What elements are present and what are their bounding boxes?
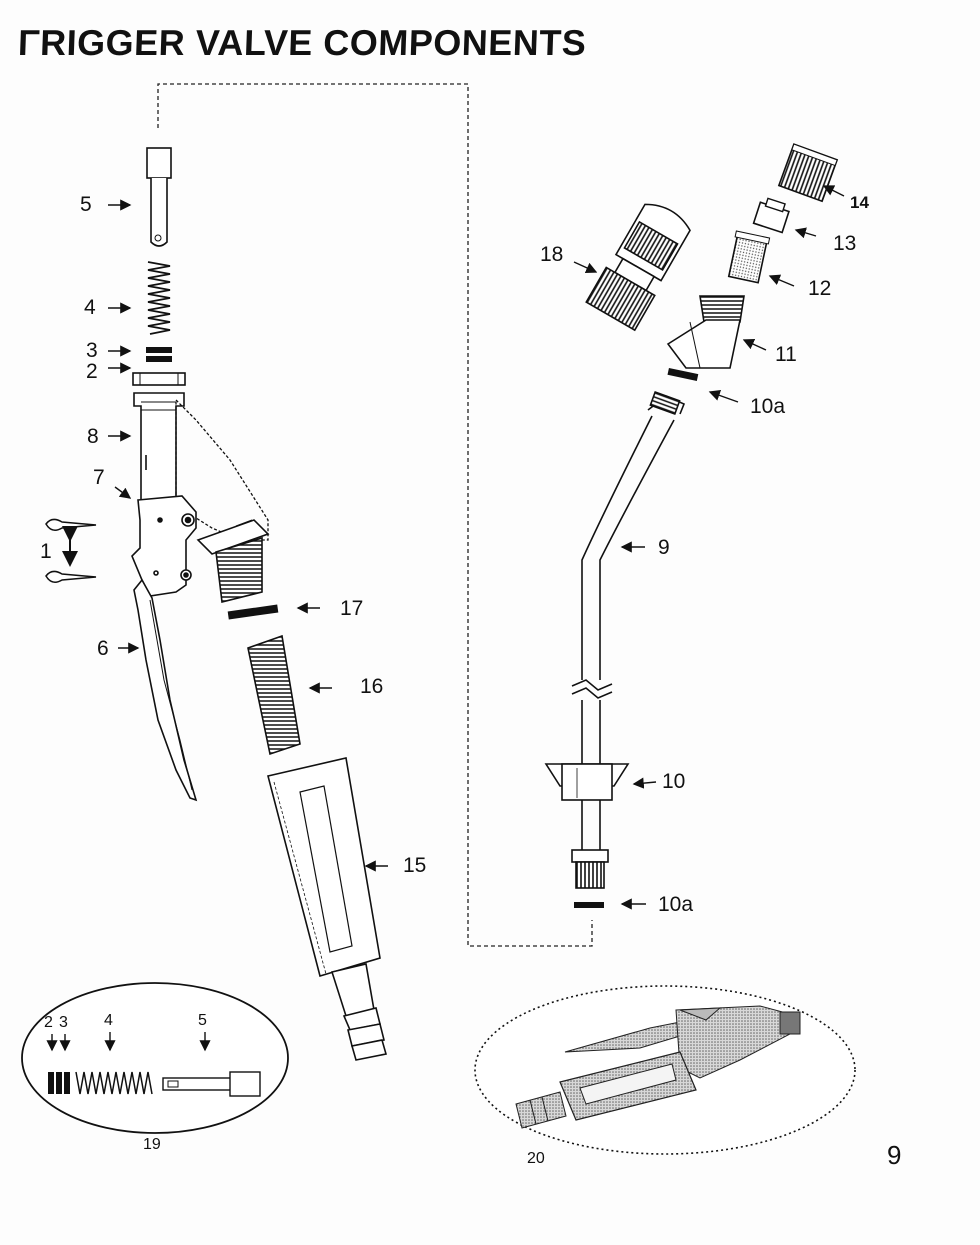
part-4-spring xyxy=(147,261,171,335)
part-3-seals xyxy=(146,347,172,362)
callout-12: 12 xyxy=(808,277,832,300)
callout-11: 11 xyxy=(775,343,797,366)
part-14-filter-cap xyxy=(777,143,839,203)
part-13-washer xyxy=(752,197,790,234)
page-number: 9 xyxy=(887,1140,902,1170)
part-16-threaded-insert xyxy=(247,634,301,756)
callout-8: 8 xyxy=(87,425,99,448)
part-2-cap xyxy=(132,372,186,386)
inset-19-callout-4: 4 xyxy=(104,1012,113,1029)
callout-4: 4 xyxy=(84,296,96,319)
callout-10a-bottom: 10a xyxy=(658,893,694,916)
part-12-filter-screen xyxy=(727,230,771,284)
handle-outlet-nut xyxy=(196,519,270,603)
callout-5: 5 xyxy=(80,193,92,216)
inset-19-callout-3: 3 xyxy=(59,1014,68,1031)
inset-20-oval xyxy=(474,985,856,1155)
connector-dashed-line xyxy=(157,83,593,947)
inset-19-callout-5: 5 xyxy=(198,1012,207,1029)
part-10-collar xyxy=(544,763,630,801)
callout-1: 1 xyxy=(40,540,52,563)
callout-9: 9 xyxy=(658,536,670,559)
part-15-grip-sleeve xyxy=(267,757,381,978)
part-6-lever xyxy=(133,578,198,802)
part-18-adjustable-nozzle xyxy=(585,203,691,332)
inset-19-callout-2: 2 xyxy=(44,1014,53,1031)
part-1-clip-pins xyxy=(45,518,97,583)
callout-13: 13 xyxy=(833,232,857,255)
hose-barb xyxy=(330,963,388,1061)
part-11-nozzle-body xyxy=(666,295,745,369)
part-10a-o-ring-bottom xyxy=(574,902,604,908)
callout-6: 6 xyxy=(97,637,109,660)
callout-3: 3 xyxy=(86,339,98,362)
part-17-o-ring xyxy=(227,604,279,620)
wand-end-fitting xyxy=(571,849,609,889)
part-10a-o-ring-top xyxy=(667,367,699,382)
callout-14: 14 xyxy=(850,193,869,212)
callout-arrows xyxy=(108,185,845,910)
callout-10: 10 xyxy=(662,770,686,793)
callout-7: 7 xyxy=(93,466,105,489)
callout-2: 2 xyxy=(86,360,98,383)
callout-16: 16 xyxy=(360,675,384,698)
callout-18: 18 xyxy=(540,243,564,266)
callout-15: 15 xyxy=(403,854,427,877)
callout-10a-top: 10a xyxy=(750,395,786,418)
inset-20-label: 20 xyxy=(527,1150,545,1167)
part-7-trigger xyxy=(131,495,197,597)
part-5-plunger xyxy=(146,147,172,247)
inset-19-label: 19 xyxy=(143,1136,161,1153)
inset-19-oval xyxy=(21,982,289,1134)
callout-17: 17 xyxy=(340,597,364,620)
